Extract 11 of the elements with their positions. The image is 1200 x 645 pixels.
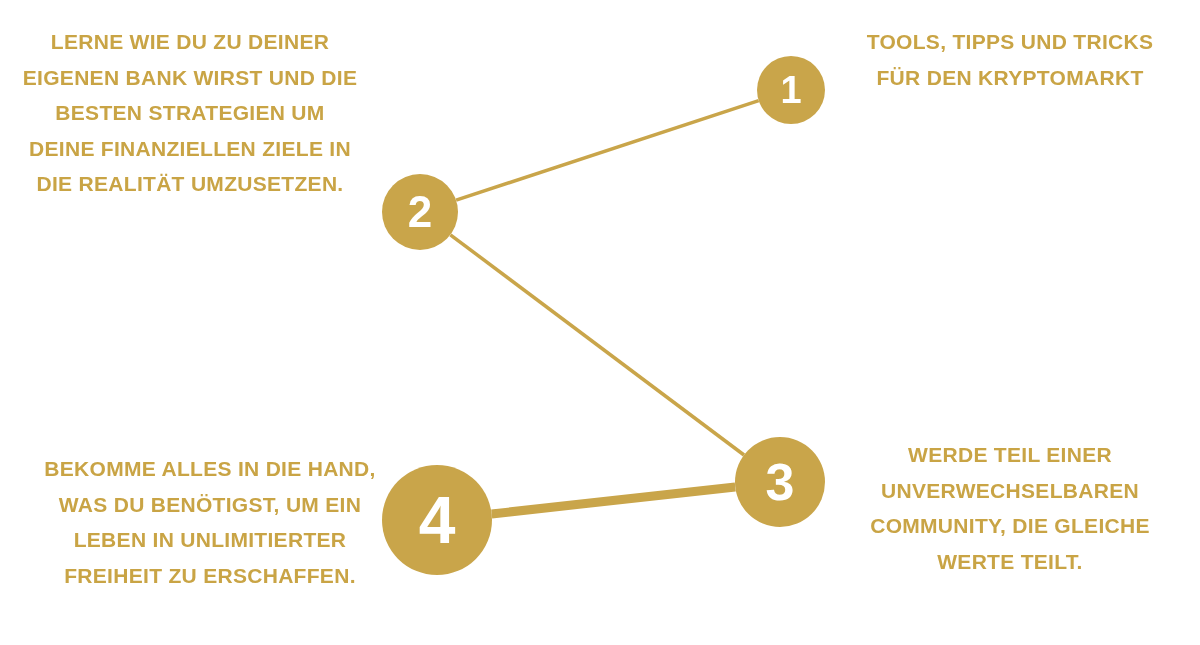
number-circle: 2: [382, 174, 458, 250]
number-circle: 3: [735, 437, 825, 527]
number-circle: 1: [757, 56, 825, 124]
description-text: LERNE WIE DU ZU DEINER EIGENEN BANK WIRST UND DIE BESTEN STRATEGIEN UM DEINE FINANZIELLEN ZIELE IN DIE REALITÄT UMZUSETZEN.: [21, 29, 359, 197]
description-text: TOOLS, TIPPS UND TRICKS FÜR DEN KRYPTOMARKT: [865, 29, 1155, 91]
connector-line: [455, 98, 760, 202]
connector-line: [449, 233, 746, 457]
connector-line: [491, 482, 736, 519]
number-circle: 4: [382, 465, 492, 575]
description-text: BEKOMME ALLES IN DIE HAND, WAS DU BENÖTIGST, UM EIN LEBEN IN UNLIMITIERTER FREIHEIT ZU ERSCHAFFEN.: [43, 456, 377, 589]
description-text: WERDE TEIL EINER UNVERWECHSELBAREN COMMUNITY, DIE GLEICHE WERTE TEILT.: [869, 442, 1151, 575]
